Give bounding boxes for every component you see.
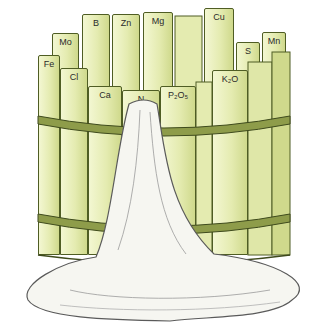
nutrient-label: Mg — [144, 13, 172, 26]
nutrient-label: Ca — [89, 87, 121, 100]
nutrient-label: K₂O — [213, 71, 247, 84]
nutrient-label: Mo — [53, 34, 78, 47]
nutrient-label: S — [237, 43, 259, 56]
nutrient-label: Mn — [263, 33, 285, 46]
water-shading — [118, 110, 140, 250]
water-shading — [60, 302, 280, 310]
nutrient-label: P₂O₅ — [161, 87, 195, 100]
nutrient-label: Fe — [39, 56, 59, 69]
water-shading — [70, 290, 270, 298]
nutrient-label: B — [83, 15, 109, 28]
nutrient-label: Cl — [61, 69, 87, 82]
nutrient-label: Cu — [205, 9, 233, 22]
nutrient-label: Zn — [113, 15, 139, 28]
